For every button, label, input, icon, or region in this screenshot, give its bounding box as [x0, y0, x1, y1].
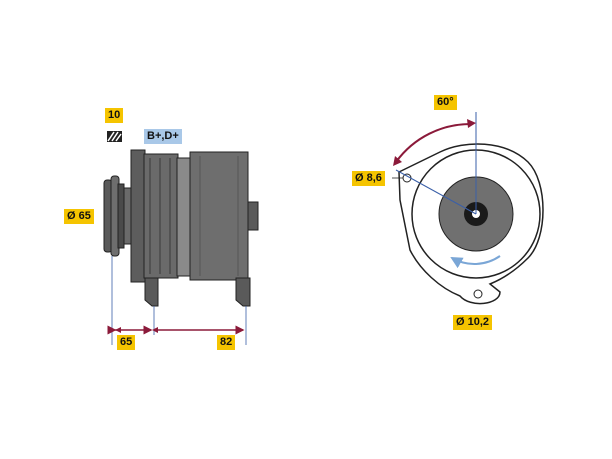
rotation-arrow: [450, 255, 501, 269]
dimension-82-label: 82: [217, 335, 236, 350]
small-hole-diameter-label: Ø 8,6: [352, 171, 385, 186]
front-housing: [130, 149, 179, 283]
pulley-diameter-label: Ø 65: [64, 209, 94, 224]
front-view: [392, 112, 544, 305]
angle-label: 60°: [434, 95, 457, 110]
angle-arc: [395, 122, 473, 163]
angle-line: [395, 169, 477, 215]
rear-housing: [189, 151, 259, 281]
side-view: [103, 131, 259, 345]
terminals-label: B+,D+: [144, 129, 182, 144]
large-hole-diameter-label: Ø 10,2: [453, 315, 493, 330]
belt-grooves-icon: [107, 131, 122, 142]
mount-hole-large: [473, 289, 483, 299]
mounting-feet: [144, 277, 251, 307]
stator-band: [176, 157, 192, 277]
grooves-count-label: 10: [105, 108, 124, 123]
dimension-65-label: 65: [117, 335, 136, 350]
pulley: [103, 175, 133, 257]
